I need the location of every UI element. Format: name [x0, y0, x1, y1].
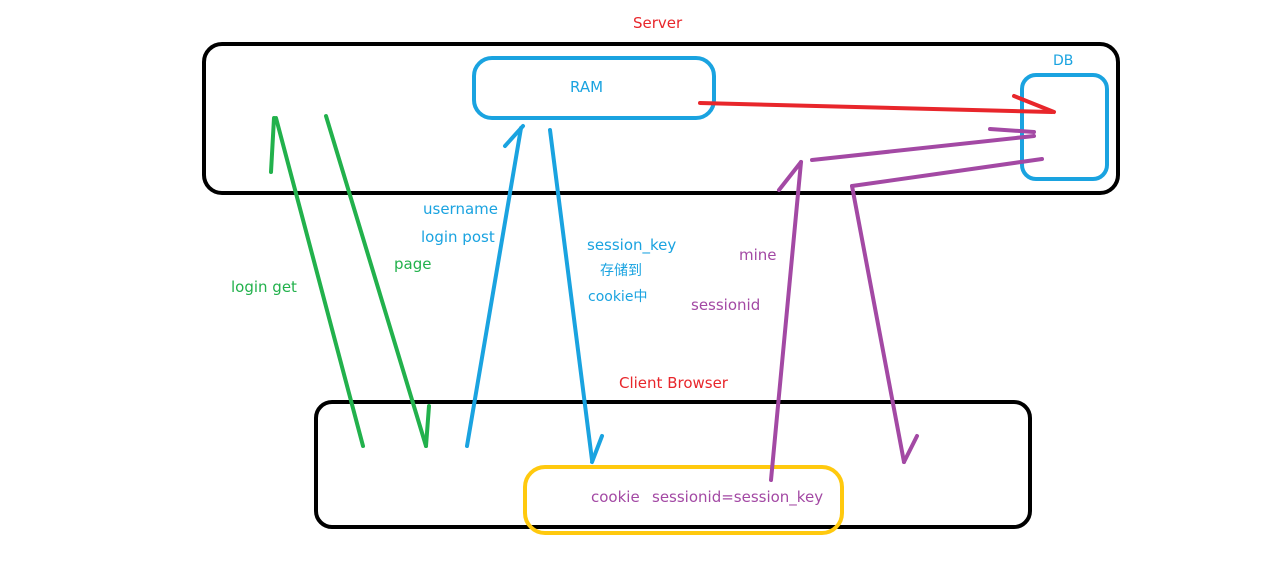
- ram-label: RAM: [570, 78, 604, 96]
- login-get-label: login get: [231, 278, 297, 296]
- client-browser-label: Client Browser: [619, 374, 728, 392]
- server-box: [202, 42, 1120, 195]
- mine-sessionid-arrow: [769, 127, 1036, 482]
- cookie-box: [523, 465, 844, 535]
- login-post-label: login post: [421, 228, 495, 246]
- cookie-text: cookie: [591, 488, 640, 506]
- db-label: DB: [1053, 53, 1074, 69]
- username-label: username: [423, 200, 498, 218]
- session-key-label: session_key: [587, 236, 677, 254]
- db-to-client-arrow: [850, 157, 1044, 464]
- server-label: Server: [633, 14, 683, 32]
- sessionid-label: sessionid: [691, 296, 761, 314]
- page-arrow: [324, 114, 431, 448]
- login-post-arrow: [465, 124, 525, 448]
- db-box: [1020, 73, 1109, 181]
- sessionid-equals-text: sessionid=session_key: [652, 488, 824, 506]
- client-browser-box: [314, 400, 1032, 529]
- login-get-arrow: [269, 116, 365, 448]
- page-label: page: [394, 255, 432, 273]
- ram-to-db-arrow: [698, 94, 1056, 114]
- cookie-in-label: cookie中: [588, 289, 648, 305]
- store-to-label: 存储到: [600, 263, 642, 279]
- ram-box: [472, 56, 716, 120]
- mine-label: mine: [739, 246, 777, 264]
- session-key-arrow: [548, 128, 604, 464]
